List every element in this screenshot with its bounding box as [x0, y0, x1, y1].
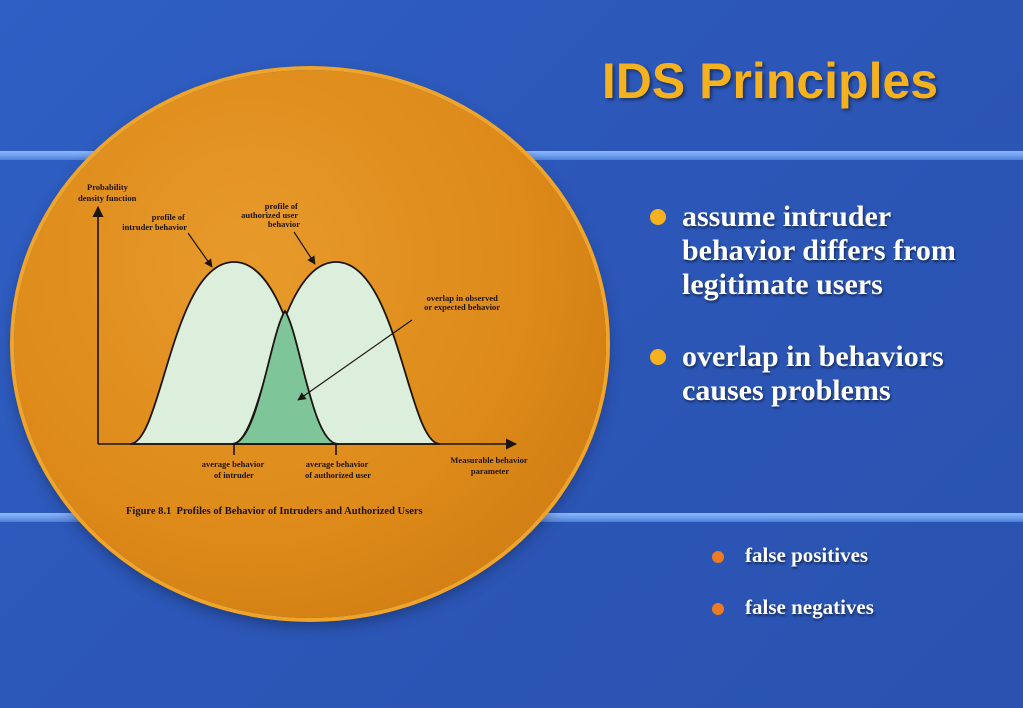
overlap-label: overlap in observed or expected behavior [424, 293, 500, 312]
bullet-list: assume intruder behavior differs from le… [650, 200, 1010, 446]
sub-bullet-text: false negatives [745, 595, 874, 619]
sub-bullet-item: false positives [712, 543, 869, 568]
intruder-pointer [187, 232, 213, 268]
intruder-profile-label: profile of intruder behavior [122, 212, 187, 232]
x-axis-label: Measurable behavior parameter [450, 455, 529, 476]
bullet-item: overlap in behaviors causes problems [650, 340, 1010, 408]
authorized-pointer [293, 231, 316, 265]
bullet-text: assume intruder behavior differs from le… [682, 200, 956, 301]
y-axis-label: Probability density function [78, 182, 137, 203]
overlap-region [231, 309, 339, 445]
sub-bullet-dot [712, 551, 724, 563]
bullet-item: assume intruder behavior differs from le… [650, 200, 1010, 302]
figure-caption: Figure 8.1 Profiles of Behavior of Intru… [126, 506, 423, 517]
bullet-dot [650, 349, 666, 365]
slide-title: IDS Principles [601, 53, 939, 109]
authorized-profile-label: profile of authorized user behavior [241, 201, 300, 229]
avg-intruder-label: average behavior of intruder [202, 459, 267, 480]
sub-bullet-dot [712, 603, 724, 615]
overlap-pointer [297, 319, 413, 401]
bullet-dot [650, 209, 666, 225]
bullet-text: overlap in behaviors causes problems [682, 340, 944, 407]
avg-authorized-label: average behavior of authorized user [305, 459, 371, 480]
sub-bullet-text: false positives [745, 543, 869, 567]
sub-bullet-item: false negatives [712, 595, 874, 620]
